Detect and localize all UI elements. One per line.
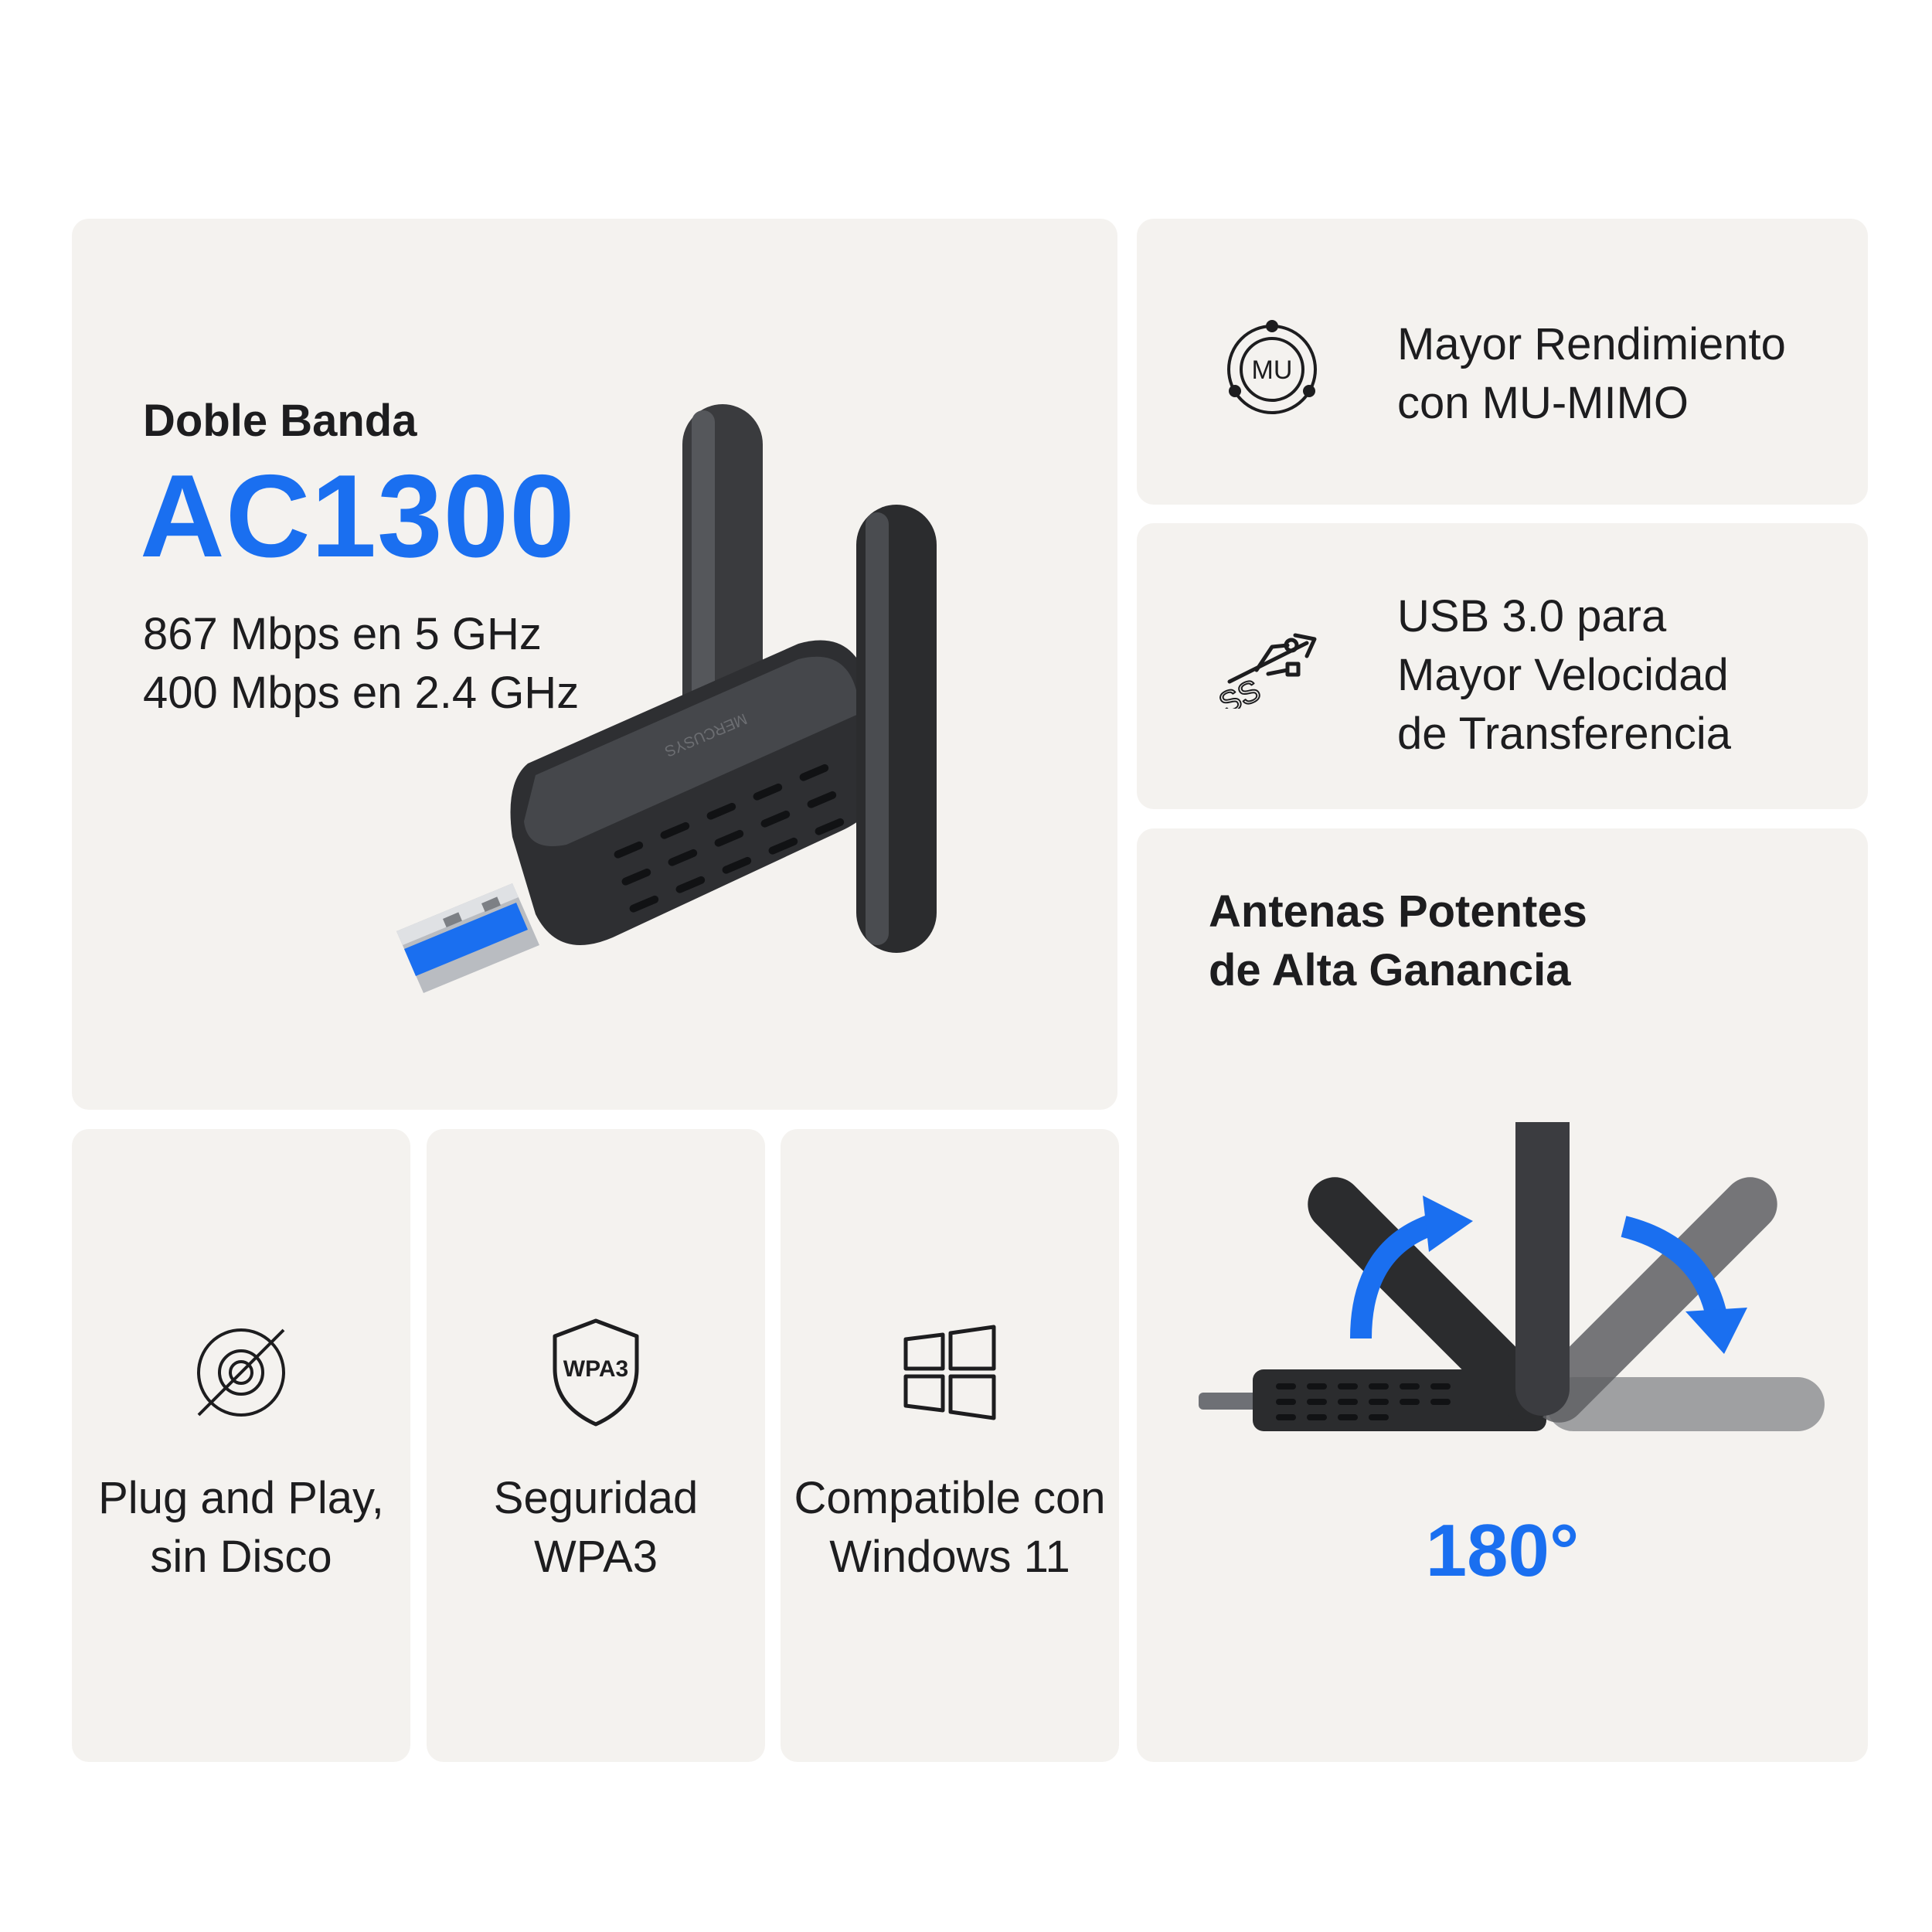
antenna-rotation-image — [1199, 1122, 1825, 1431]
band-label: Doble Banda — [143, 396, 417, 446]
windows-line2: Windows 11 — [829, 1532, 1070, 1582]
speed-5ghz: 867 Mbps en 5 GHz — [143, 609, 542, 659]
windows-card: Compatible con Windows 11 — [781, 1129, 1119, 1762]
wpa3-card: WPA3 Seguridad WPA3 — [427, 1129, 765, 1762]
usb-line2: Mayor Velocidad — [1397, 650, 1729, 700]
mu-icon-label: MU — [1252, 355, 1293, 385]
antenna-title-line2: de Alta Ganancia — [1209, 945, 1571, 995]
usb-adapter-image: MERCUSYS — [396, 404, 937, 993]
windows-icon — [903, 1325, 996, 1420]
wpa3-line1: Seguridad — [493, 1473, 699, 1523]
antenna-title-line1: Antenas Potentes — [1209, 886, 1587, 937]
usb-card: SS USB 3.0 para Mayor Velocidad de Trans… — [1137, 523, 1868, 809]
speed-24ghz: 400 Mbps en 2.4 GHz — [143, 668, 580, 718]
model-headline: AC1300 — [140, 451, 576, 582]
usb-icon: SS — [1214, 633, 1317, 709]
usb-connector — [396, 883, 539, 993]
antenna-card: Antenas Potentes de Alta Ganancia 180 — [1137, 828, 1868, 1762]
wpa3-icon-label: WPA3 — [563, 1356, 628, 1382]
svg-text:SS: SS — [1214, 673, 1266, 709]
wpa3-line2: WPA3 — [533, 1532, 658, 1582]
windows-line1: Compatible con — [794, 1473, 1106, 1523]
plug-and-play-line2: sin Disco — [150, 1532, 332, 1582]
angle-label: 180° — [1425, 1509, 1580, 1592]
mu-mimo-line1: Mayor Rendimiento — [1397, 319, 1786, 369]
shield-icon: WPA3 — [553, 1318, 639, 1427]
plug-and-play-card: Plug and Play, sin Disco — [72, 1129, 410, 1762]
plug-and-play-line1: Plug and Play, — [98, 1473, 384, 1523]
no-disc-icon — [197, 1328, 285, 1417]
mu-mimo-icon: MU — [1227, 320, 1317, 414]
usb-line3: de Transferencia — [1397, 709, 1732, 759]
usb-line1: USB 3.0 para — [1397, 591, 1667, 641]
mu-mimo-card: MU Mayor Rendimiento con MU-MIMO — [1137, 219, 1868, 505]
hero-card: Doble Banda AC1300 867 Mbps en 5 GHz 400… — [72, 219, 1117, 1110]
mu-mimo-line2: con MU-MIMO — [1397, 378, 1689, 428]
